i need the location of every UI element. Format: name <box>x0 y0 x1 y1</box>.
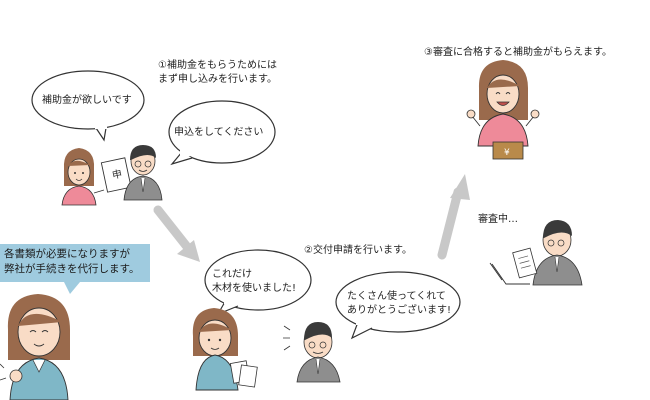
wood-documents <box>230 361 257 387</box>
agency-note-tail <box>64 282 80 294</box>
bubble-text-want-subsidy: 補助金が欲しいです <box>42 94 132 107</box>
bubble-text-thanks-2: ありがとうございます! <box>347 304 451 317</box>
woman-submitting-docs-figure <box>193 308 238 390</box>
woman-receiving-subsidy-figure <box>467 60 539 146</box>
man-reviewing-figure <box>533 220 582 285</box>
presenter-woman-figure <box>0 294 70 400</box>
review-document <box>513 248 537 278</box>
reviewing-label: 審査中… <box>478 213 518 226</box>
agency-note-line2: 弊社が手続きを代行します。 <box>4 262 146 277</box>
man-staff-figure <box>124 145 162 200</box>
bubble-text-used-wood-2: 木材を使いました! <box>212 282 296 295</box>
step3-caption: ③審査に合格すると補助金がもらえます。 <box>424 46 612 59</box>
bubble-text-thanks-1: たくさん使ってくれて <box>347 290 446 303</box>
agency-note: 各書類が必要になりますが 弊社が手続きを代行します。 <box>0 244 150 282</box>
application-form: 申 <box>101 158 131 192</box>
bubble-text-used-wood-1: これだけ <box>212 268 252 281</box>
arrow-step1-to-step2 <box>158 210 188 248</box>
money-label: ¥ <box>504 148 510 158</box>
woman-applicant-figure <box>62 148 104 205</box>
step1-line1: ①補助金をもらうためには <box>158 59 277 72</box>
man-grateful-figure <box>283 322 340 382</box>
agency-note-line1: 各書類が必要になりますが <box>4 247 146 262</box>
arrow-step2-to-step3-head <box>450 174 470 200</box>
bubble-text-please-apply: 申込をしてください <box>174 126 263 139</box>
step2-caption: ②交付申請を行います。 <box>304 244 412 257</box>
money-envelope: ¥ <box>493 142 523 159</box>
arrow-step2-to-step3 <box>442 192 458 255</box>
step1-line2: まず申し込みを行います。 <box>158 73 277 86</box>
